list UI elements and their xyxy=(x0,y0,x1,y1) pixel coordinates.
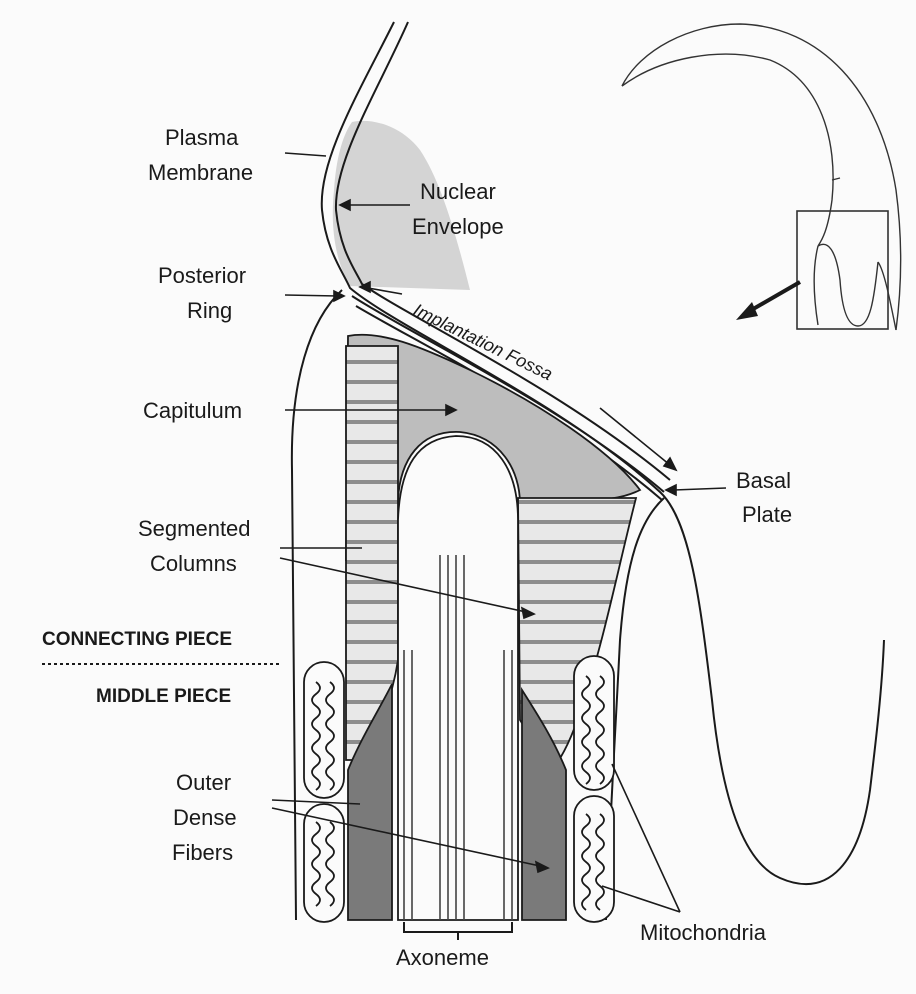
label-nuclear-envelope-2: Envelope xyxy=(412,214,504,239)
label-posterior-ring-1: Posterior xyxy=(158,263,246,288)
whole-sperm-inset xyxy=(622,24,901,330)
label-plasma-membrane-2: Membrane xyxy=(148,160,253,185)
label-mitochondria: Mitochondria xyxy=(640,920,767,945)
label-nuclear-envelope-1: Nuclear xyxy=(420,179,496,204)
label-basal-plate-1: Basal xyxy=(736,468,791,493)
label-capitulum: Capitulum xyxy=(143,398,242,423)
mitochondria-right xyxy=(574,656,614,922)
label-outer-dense-fibers-3: Fibers xyxy=(172,840,233,865)
mitochondria-left xyxy=(304,662,344,922)
axoneme-bracket xyxy=(404,922,512,940)
label-axoneme: Axoneme xyxy=(396,945,489,970)
label-segmented-columns-2: Columns xyxy=(150,551,237,576)
label-posterior-ring-2: Ring xyxy=(187,298,232,323)
label-segmented-columns-1: Segmented xyxy=(138,516,251,541)
label-connecting-piece: CONNECTING PIECE xyxy=(42,629,232,650)
label-basal-plate-2: Plate xyxy=(742,502,792,527)
label-outer-dense-fibers-1: Outer xyxy=(176,770,231,795)
label-plasma-membrane-1: Plasma xyxy=(165,125,239,150)
capitulum-arch xyxy=(398,436,518,920)
label-outer-dense-fibers-2: Dense xyxy=(173,805,237,830)
arrow-icon xyxy=(736,282,800,320)
label-middle-piece: MIDDLE PIECE xyxy=(96,686,231,707)
inset-highlight-box xyxy=(797,211,888,329)
